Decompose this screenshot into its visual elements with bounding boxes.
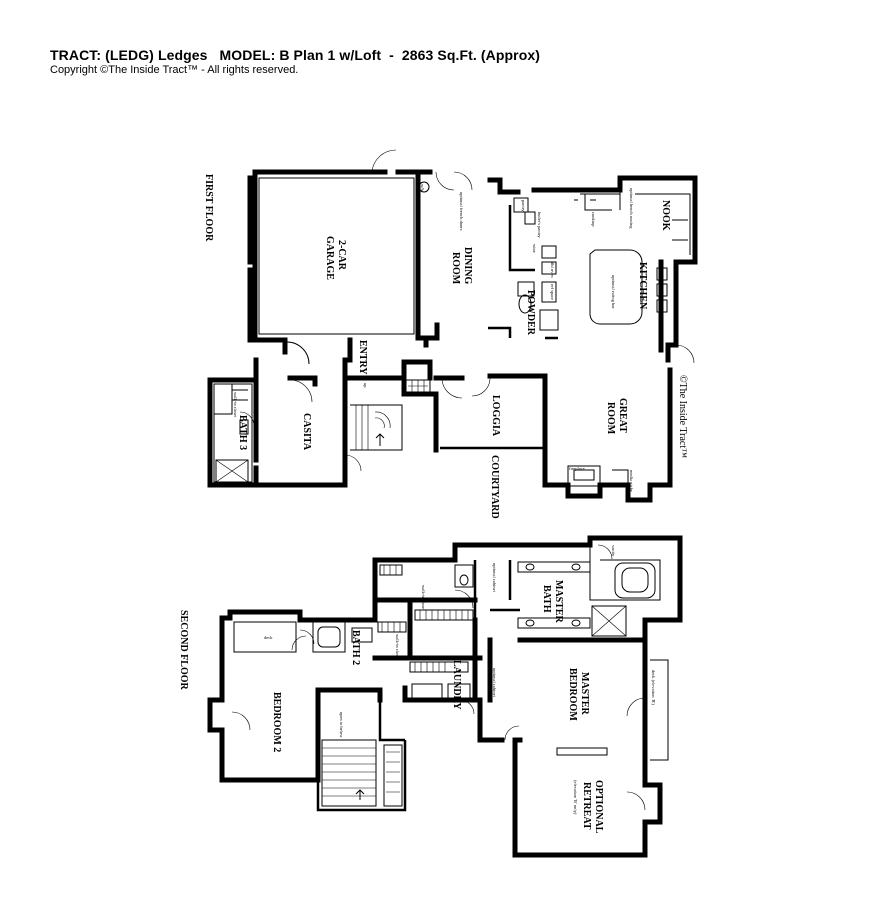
dining-label-line2: ROOM xyxy=(450,252,461,285)
plan-header: TRACT: (LEDG) Ledges MODEL: B Plan 1 w/L… xyxy=(50,47,540,76)
optional-bench-note: optional bench seating xyxy=(629,188,634,229)
garage-walls xyxy=(247,149,440,348)
retreat-label-line1: OPTIONAL xyxy=(593,780,604,834)
stairs xyxy=(342,359,439,453)
kitchen-label: KITCHEN xyxy=(637,262,648,310)
courtyard-label: COURTYARD xyxy=(489,455,500,519)
second-floor-plan xyxy=(207,535,683,858)
entry-walls xyxy=(282,337,353,365)
casita-label: CASITA xyxy=(301,413,312,451)
dining-label-line1: DINING xyxy=(462,247,473,284)
fireplace-note: fireplace xyxy=(569,466,585,471)
dining-kitchen-walls xyxy=(415,169,698,364)
bedroom2-walls xyxy=(207,615,383,783)
casita-walkin-note: walk-in closet xyxy=(233,392,238,418)
garage-label-line2: GARAGE xyxy=(324,236,335,280)
second-floor-stairs xyxy=(316,690,407,812)
second-floor-label: SECOND FLOOR xyxy=(178,610,189,691)
open-to-below-note: open to below xyxy=(339,712,344,738)
bath2-label: BATH 2 xyxy=(350,630,361,665)
deck-elevation-note: deck (elevation 'B') xyxy=(651,670,656,705)
butlers-pantry-note: butler's pantry xyxy=(537,212,542,238)
great-room-label-line1: GREAT xyxy=(617,398,628,433)
laundry-label: LAUNDRY xyxy=(451,660,462,710)
entry-label: ENTRY xyxy=(357,340,368,375)
loggia-great-room-walls xyxy=(433,367,673,503)
watermark-text: ©The Inside Tract™ xyxy=(677,375,688,458)
retreat-label-line2: RETREAT xyxy=(581,782,592,830)
nook-label: NOOK xyxy=(660,200,671,231)
garage-label-line1: 2-CAR xyxy=(336,240,347,271)
wine-note: wine xyxy=(532,244,537,253)
optional-cabinet-note: optional cabinet xyxy=(492,563,497,593)
casita-walls xyxy=(207,357,362,488)
bath3-label: BATH 3 xyxy=(237,415,248,450)
master-bath-label-line1: MASTER xyxy=(553,580,564,624)
up-note: up xyxy=(363,383,368,388)
master-bedroom-label-line1: MASTER xyxy=(579,672,590,716)
first-floor-plan xyxy=(207,149,698,503)
laundry-bath2-walls xyxy=(227,597,483,715)
dbl-oven-note: dbl oven xyxy=(550,262,555,278)
cooktop-note: cooktop xyxy=(591,212,596,227)
master-bath-label-line2: BATH xyxy=(541,585,552,613)
vanity-note: vanity xyxy=(611,545,616,557)
powder-label: POWDER xyxy=(525,290,536,336)
master-bedroom-walls xyxy=(477,637,669,858)
loggia-label: LOGGIA xyxy=(490,395,501,437)
optional-cabinet-note-2: optional cabinet xyxy=(492,668,497,698)
walkin-closet-note-2: walk-in closet xyxy=(395,634,400,660)
first-floor-label: FIRST FLOOR xyxy=(203,174,214,242)
master-bath-walls xyxy=(372,535,683,763)
plan-title: TRACT: (LEDG) Ledges MODEL: B Plan 1 w/L… xyxy=(50,47,541,63)
optional-doors-note: optional french doors xyxy=(459,192,464,231)
copyright-notice: Copyright ©The Inside Tract™ - All right… xyxy=(50,64,299,76)
bedroom2-label: BEDROOM 2 xyxy=(271,692,282,752)
island-note: optional eating bar xyxy=(611,275,616,309)
master-bedroom-label-line2: BEDROOM xyxy=(567,668,578,721)
retreat-elevation-note: (elevation 'B' only) xyxy=(573,780,578,815)
pantry-note: pantry xyxy=(521,200,526,212)
walkin-closet-note: walk-in closet xyxy=(421,585,426,611)
media-niche-note: media niche xyxy=(629,470,634,492)
ref-space-note: ref space xyxy=(550,284,555,300)
great-room-label-line2: ROOM xyxy=(605,402,616,435)
deck-note: deck xyxy=(264,635,273,640)
wh-note: w/h xyxy=(420,184,425,192)
